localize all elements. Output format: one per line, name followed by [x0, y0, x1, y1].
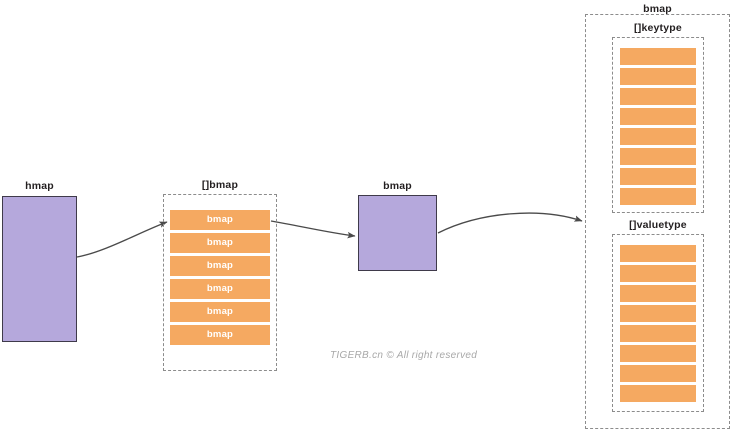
keytype-cell [620, 68, 696, 85]
bmap-cell: bmap [170, 302, 270, 322]
keytype-cell [620, 108, 696, 125]
bmap-single-box [358, 195, 437, 271]
keytype-cell [620, 88, 696, 105]
bmap-cell: bmap [170, 256, 270, 276]
bmap-cell-label: bmap [206, 283, 234, 294]
hmap-label: hmap [25, 180, 54, 192]
bmap-cell-label: bmap [206, 237, 234, 248]
watermark: TIGERB.cn © All right reserved [330, 350, 478, 361]
keytype-cells [620, 48, 696, 205]
bmap-slice-label: []bmap [201, 179, 239, 191]
bmap-detail-container [585, 14, 730, 429]
bmap-cell: bmap [170, 325, 270, 345]
keytype-container [612, 37, 704, 213]
bmap-detail-label: bmap [643, 3, 672, 15]
arrow-bmap-slice-to-bmap-single [270, 220, 356, 239]
bmap-cell-label: bmap [206, 260, 234, 271]
valuetype-cell [620, 325, 696, 342]
arrow-bmap-single-to-bmap-detail [437, 212, 583, 234]
keytype-cell [620, 48, 696, 65]
bmap-single-label: bmap [383, 180, 412, 192]
keytype-label: []keytype [634, 22, 682, 34]
bmap-cell: bmap [170, 279, 270, 299]
valuetype-cell [620, 285, 696, 302]
bmap-cell-label: bmap [206, 329, 234, 340]
arrow-hmap-to-bmap-slice [76, 221, 168, 258]
bmap-cell-label: bmap [206, 306, 234, 317]
bmap-slice-cells: bmap bmap bmap bmap bmap bmap [170, 210, 270, 351]
valuetype-cell [620, 345, 696, 362]
keytype-cell [620, 188, 696, 205]
valuetype-cell [620, 265, 696, 282]
valuetype-label: []valuetype [629, 219, 687, 231]
valuetype-cell [620, 365, 696, 382]
keytype-cell [620, 168, 696, 185]
valuetype-container [612, 234, 704, 412]
hmap-box [2, 196, 77, 342]
keytype-cell [620, 128, 696, 145]
valuetype-cell [620, 305, 696, 322]
valuetype-cell [620, 245, 696, 262]
bmap-slice-container [163, 194, 277, 371]
valuetype-cells [620, 245, 696, 402]
valuetype-cell [620, 385, 696, 402]
keytype-cell [620, 148, 696, 165]
bmap-cell: bmap [170, 210, 270, 230]
bmap-cell-label: bmap [206, 214, 234, 225]
bmap-cell: bmap [170, 233, 270, 253]
